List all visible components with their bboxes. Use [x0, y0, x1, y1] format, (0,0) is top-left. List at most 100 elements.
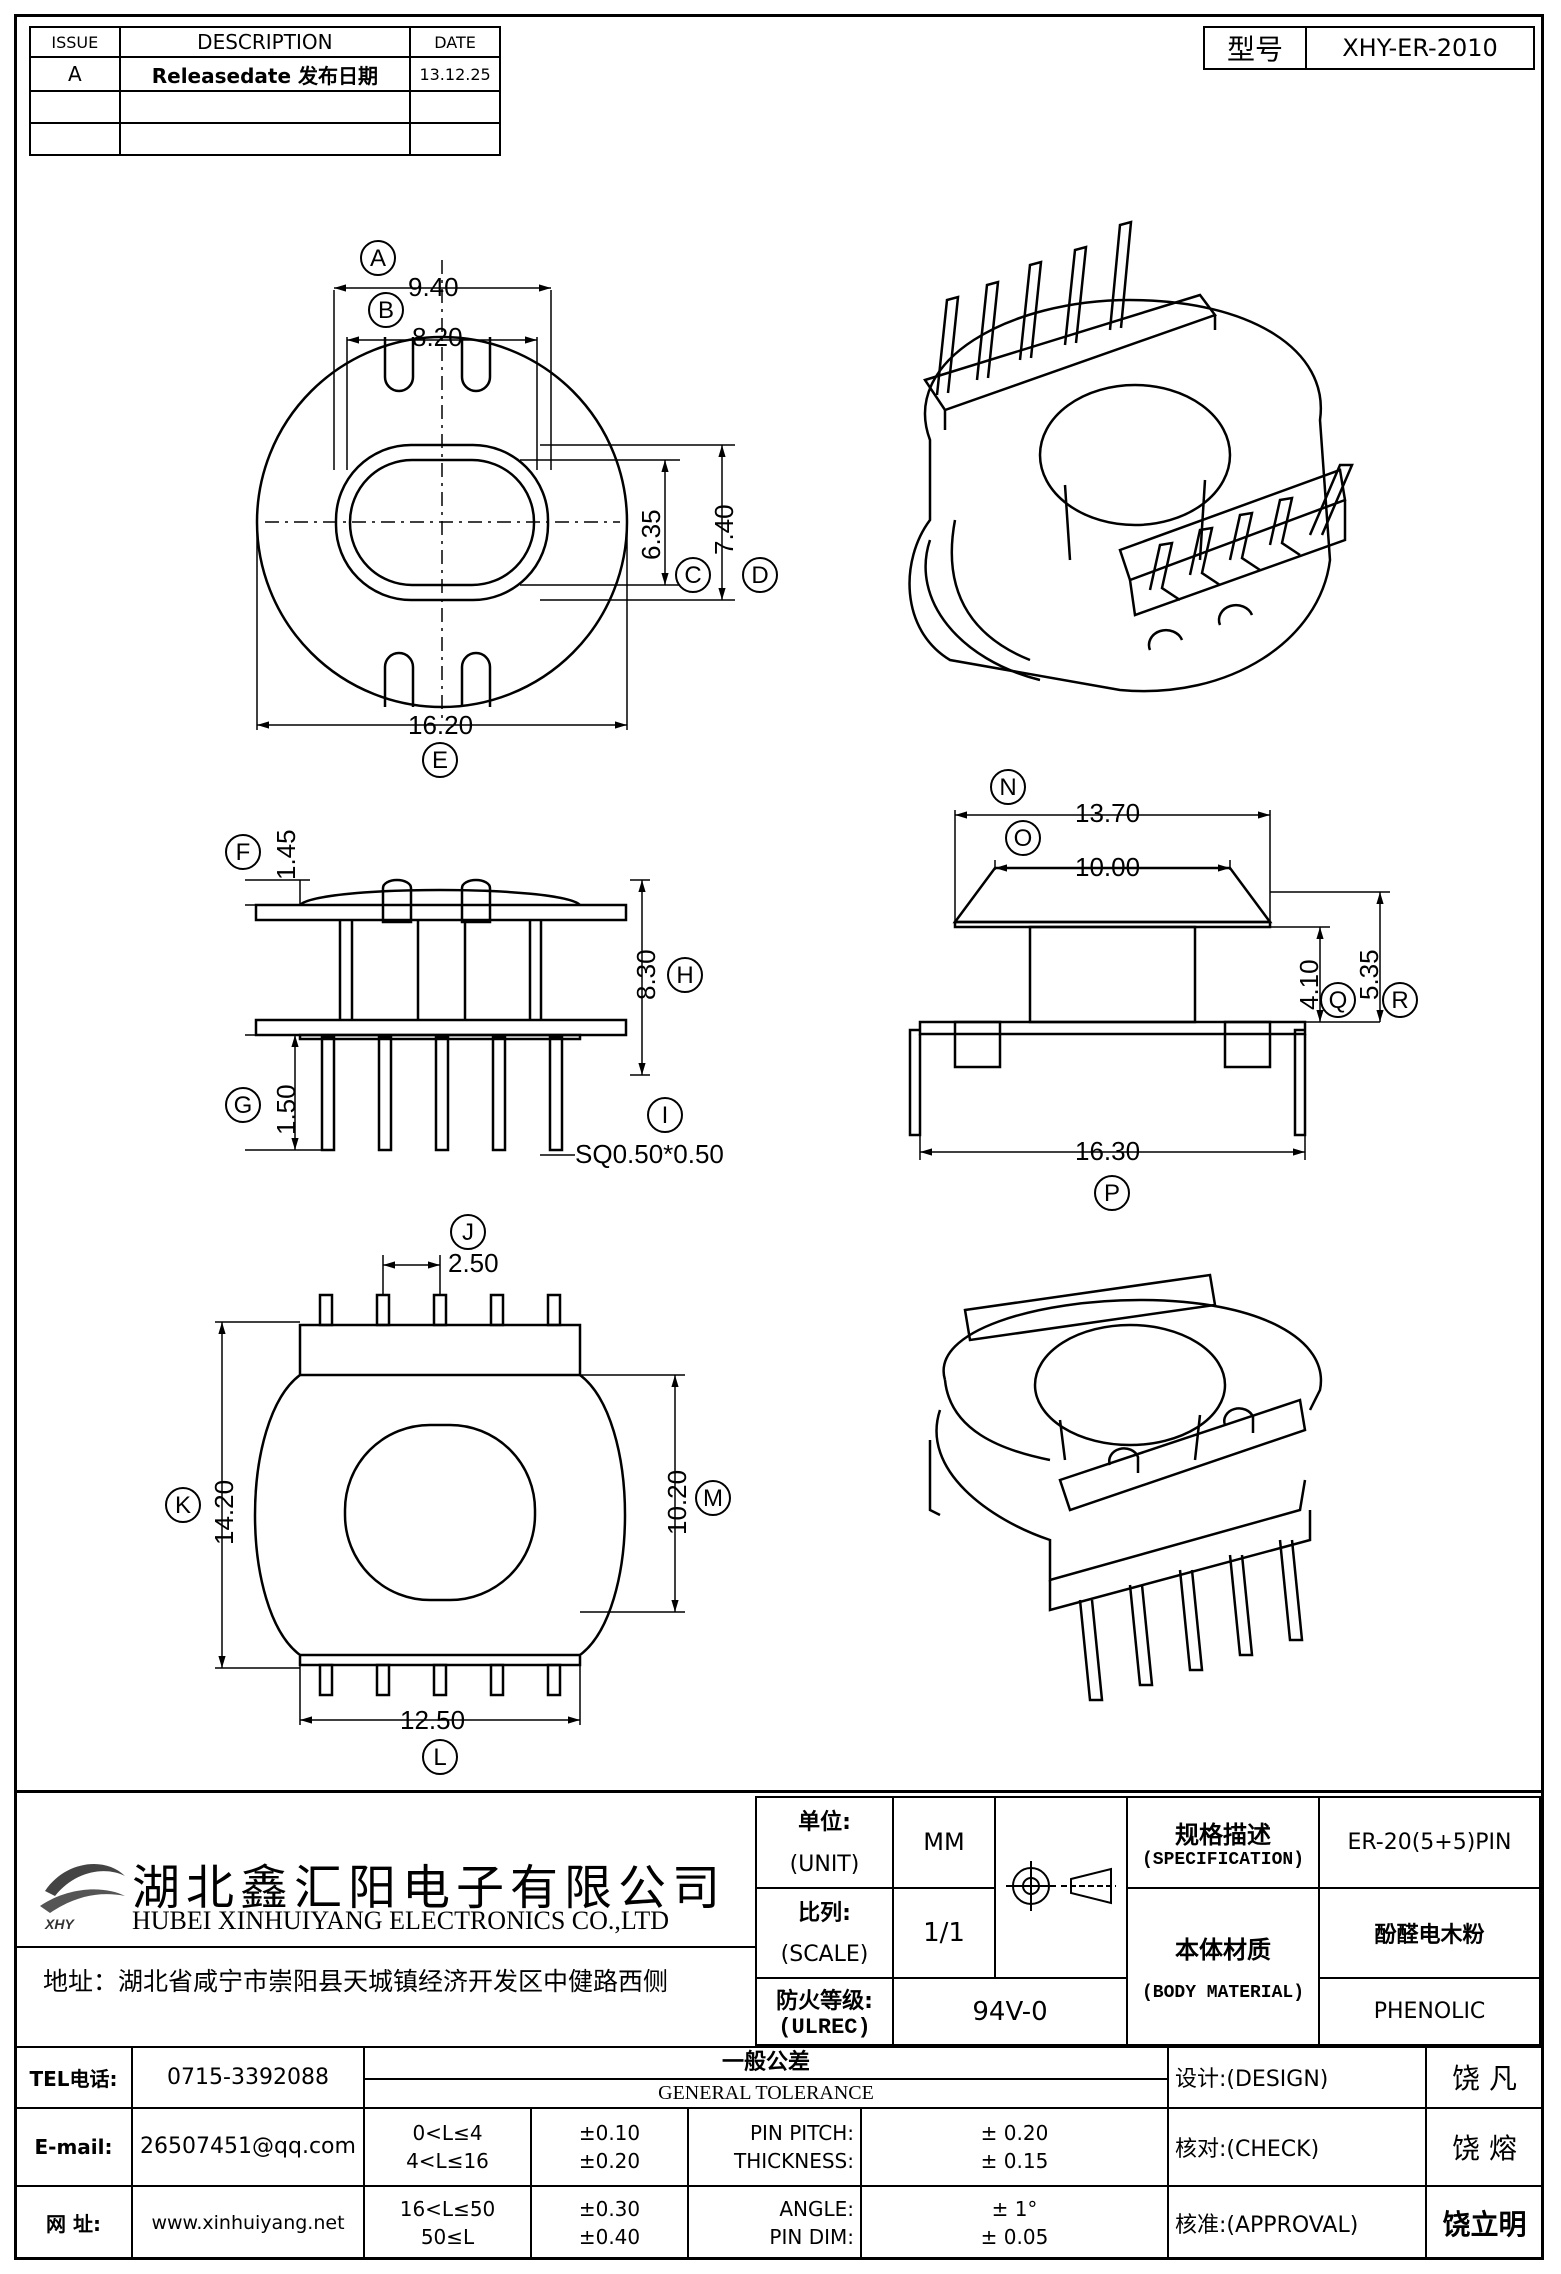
- dim-J: 2.50: [448, 1248, 499, 1278]
- spec-value: ER-20(5+5)PIN: [1318, 1796, 1541, 1889]
- svg-text:C: C: [684, 562, 701, 589]
- design-name: 饶 凡: [1425, 2046, 1544, 2109]
- dim-D: 7.40: [709, 504, 739, 555]
- rev-header-description: DESCRIPTION: [118, 26, 412, 58]
- svg-text:L: L: [433, 1744, 446, 1771]
- rev-cell: A: [29, 56, 121, 92]
- svg-text:Q: Q: [1329, 987, 1348, 1014]
- rev-cell: [29, 90, 121, 124]
- company-name-cn: 湖北鑫汇阳电子有限公司: [132, 1860, 727, 1916]
- material-value-cn: 酚醛电木粉: [1318, 1886, 1541, 1980]
- rev-cell: [29, 122, 121, 156]
- tol-item-value: ± 0.05: [980, 2224, 1049, 2249]
- revision-table: ISSUE DESCRIPTION DATE A Releasedate 发布日…: [29, 26, 501, 156]
- scale-value: 1/1: [892, 1886, 996, 1980]
- dim-A: 9.40: [408, 272, 459, 302]
- top-view: [255, 260, 735, 730]
- svg-text:N: N: [999, 774, 1016, 801]
- unit-cn: 单位:: [755, 1795, 894, 1843]
- svg-text:K: K: [175, 1492, 191, 1519]
- technical-drawing: AB CD E FH GI NO QR P JK ML 9.40 8.20 6.…: [165, 220, 1418, 1775]
- tol-value: ±0.30: [578, 2196, 641, 2221]
- tol-item-value: ± 0.15: [980, 2148, 1049, 2173]
- svg-text:I: I: [662, 1102, 669, 1129]
- side-view: [245, 878, 650, 1156]
- dim-C: 6.35: [636, 509, 666, 560]
- ulrec-cn: 防火等级:: [776, 1989, 873, 2015]
- email-value: 26507451@qq.com: [131, 2106, 365, 2188]
- material-cn: 本体材质: [1175, 1935, 1271, 1964]
- tol-item-value: ± 0.20: [980, 2120, 1049, 2145]
- isometric-view-2: [928, 1273, 1323, 1702]
- svg-text:D: D: [751, 562, 768, 589]
- rev-cell: Releasedate 发布日期: [118, 56, 412, 92]
- logo-text: XHY: [44, 1916, 75, 1932]
- dim-L: 12.50: [400, 1705, 465, 1735]
- company-name-en: HUBEI XINHUIYANG ELECTRONICS CO.,LTD: [132, 1906, 670, 1935]
- rev-cell: [118, 90, 412, 124]
- ulrec-value: 94V-0: [892, 1977, 1128, 2046]
- tol-value: ±0.10: [578, 2120, 641, 2145]
- svg-text:P: P: [1104, 1180, 1120, 1207]
- model-value: XHY-ER-2010: [1305, 26, 1535, 70]
- spec-en: (SPECIFICATION): [1141, 1849, 1305, 1870]
- svg-text:F: F: [236, 839, 251, 866]
- tol-value: ±0.20: [578, 2148, 641, 2173]
- dim-H: 8.30: [631, 949, 661, 1000]
- lower-table: TEL电话: 0715-3392088 一般公差 GENERAL TOLERAN…: [14, 2046, 1544, 2260]
- dim-G: 1.50: [271, 1084, 301, 1135]
- svg-text:E: E: [432, 747, 448, 774]
- dim-I: SQ0.50*0.50: [575, 1139, 724, 1169]
- dim-K: 14.20: [209, 1480, 239, 1545]
- tol-range: 50≤L: [420, 2224, 475, 2249]
- dim-P: 16.30: [1075, 1136, 1140, 1166]
- material-value-en: PHENOLIC: [1318, 1977, 1541, 2046]
- tol-item: ANGLE:: [779, 2196, 854, 2221]
- check-label: 核对:(CHECK): [1167, 2106, 1427, 2188]
- spec-cn: 规格描述: [1175, 1820, 1271, 1849]
- rev-cell: [118, 122, 412, 156]
- rev-header-issue: ISSUE: [29, 26, 121, 58]
- svg-text:O: O: [1014, 825, 1033, 852]
- svg-text:J: J: [462, 1219, 474, 1246]
- tel-value: 0715-3392088: [131, 2046, 365, 2109]
- spec-table: 单位: MM 规格描述(SPECIFICATION) ER-20(5+5)PIN…: [755, 1795, 1541, 2047]
- tol-range: 16<L≤50: [399, 2196, 496, 2221]
- dim-O: 10.00: [1075, 852, 1140, 882]
- company-address: 地址：湖北省咸宁市崇阳县天城镇经济开发区中健路西侧: [43, 1967, 669, 1996]
- rev-cell: [409, 90, 501, 124]
- front-view: [908, 810, 1390, 1160]
- divider: [17, 1946, 755, 1948]
- title-block: [14, 1790, 1544, 2263]
- tol-item: PIN PITCH:: [749, 2120, 854, 2145]
- dim-N: 13.70: [1075, 798, 1140, 828]
- unit-en: (UNIT): [755, 1842, 894, 1889]
- svg-text:A: A: [370, 245, 386, 272]
- dim-R: 5.35: [1354, 949, 1384, 1000]
- tolerance-title-cn: 一般公差: [365, 2048, 1167, 2081]
- dim-F: 1.45: [271, 829, 301, 880]
- bottom-view: [215, 1255, 685, 1725]
- dimension-values: 9.40 8.20 6.35 7.40 16.20 1.45 1.50 8.30…: [209, 272, 1384, 1735]
- unit-value: MM: [892, 1796, 996, 1889]
- scale-en: (SCALE): [755, 1932, 894, 1980]
- ulrec-en: (ULREC): [778, 2015, 871, 2041]
- design-label: 设计:(DESIGN): [1167, 2046, 1427, 2109]
- web-value: www.xinhuiyang.net: [131, 2185, 365, 2260]
- svg-text:B: B: [378, 297, 394, 324]
- email-label: E-mail:: [14, 2106, 133, 2188]
- tol-item: THICKNESS:: [734, 2148, 854, 2173]
- dim-E: 16.20: [408, 710, 473, 740]
- company-block: XHY 湖北鑫汇阳电子有限公司 HUBEI XINHUIYANG ELECTRO…: [17, 1796, 755, 2046]
- svg-text:R: R: [1391, 987, 1408, 1014]
- approval-name: 饶立明: [1425, 2185, 1544, 2260]
- company-logo: XHY: [35, 1851, 130, 1936]
- approval-label: 核准:(APPROVAL): [1167, 2185, 1427, 2260]
- tol-range: 4<L≤16: [406, 2148, 489, 2173]
- check-name: 饶 熔: [1425, 2106, 1544, 2188]
- svg-text:G: G: [234, 1092, 253, 1119]
- model-box: 型号 XHY-ER-2010: [1203, 26, 1535, 70]
- web-label: 网 址:: [14, 2185, 133, 2260]
- dim-M: 10.20: [662, 1470, 692, 1535]
- rev-cell: 13.12.25: [409, 56, 501, 92]
